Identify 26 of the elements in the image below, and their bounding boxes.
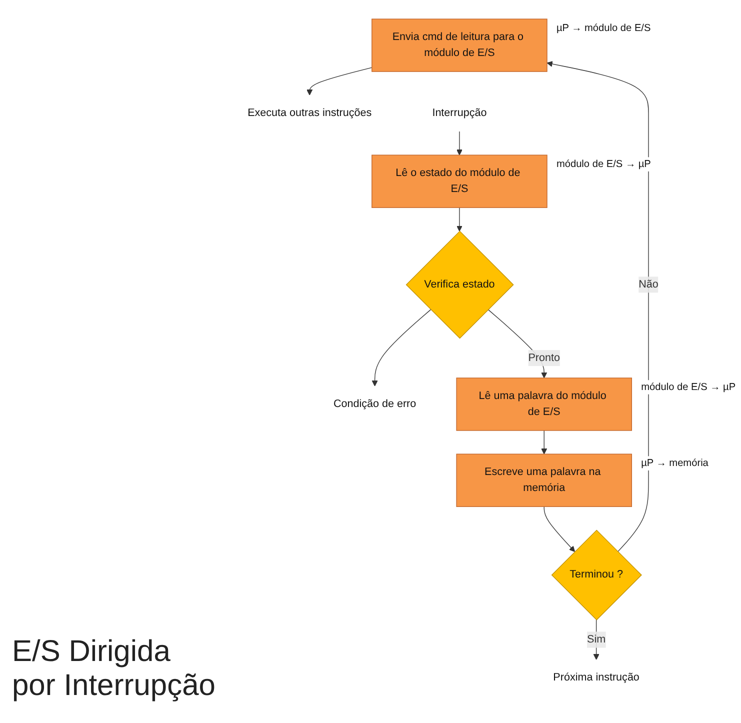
arrow [456,207,462,232]
arrow [544,506,576,552]
node-text: Interrupção [432,107,487,119]
diagram-title: E/S Dirigida por Interrupção [11,635,216,704]
node-text: Executa outras instruções [248,107,372,119]
arrow [456,131,462,156]
annotation-text: módulo de E/S → µP [641,382,736,394]
arrow [546,61,649,552]
edge-label: Pronto [528,352,560,364]
edge-label: Não [638,278,658,290]
node-box: Envia cmd de leitura para o módulo de E/S [372,18,548,72]
edge-label: Sim [587,634,606,646]
arrow [306,67,372,96]
node-box: Lê uma palavra do módulo de E/S [456,378,632,431]
arrow [593,620,600,660]
node-box: Lê o estado do módulo de E/S [372,154,548,208]
node-box: Escreve uma palavra na memória [456,454,632,507]
arrow [541,430,548,454]
annotation-text: µP → memória [641,458,708,470]
annotation-text: µP → módulo de E/S [556,23,651,34]
node-diamond: Terminou ? [551,530,642,620]
node-text: Próxima instrução [553,672,640,684]
node-diamond: Verifica estado [406,230,514,339]
arrow [372,309,432,386]
node-text: Condição de erro [333,398,416,410]
annotation-text: módulo de E/S → µP [556,159,651,170]
